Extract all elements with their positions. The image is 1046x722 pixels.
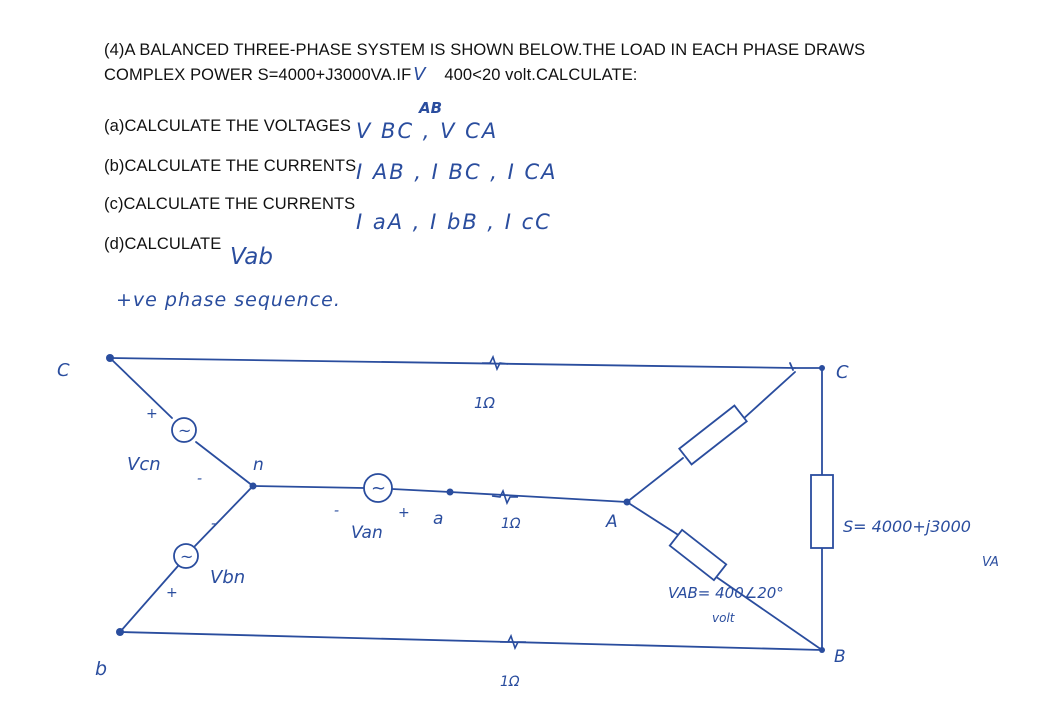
node-b-dot bbox=[116, 628, 124, 636]
node-c-label: C bbox=[57, 360, 70, 381]
part-a-text: (a)CALCULATE THE VOLTAGES bbox=[104, 117, 352, 135]
circuit-nodes bbox=[106, 354, 825, 653]
source-vcn-symbol: ~ bbox=[178, 421, 191, 440]
source-vcn-icon bbox=[171, 417, 197, 443]
voltage-sources: ~ ~ ~ bbox=[171, 417, 393, 569]
line-resistors bbox=[482, 354, 526, 651]
line-resistor-top-icon bbox=[482, 354, 509, 372]
polarity-plus-an: + bbox=[398, 505, 410, 521]
wire-top-line bbox=[109, 357, 796, 369]
part-c-handwritten: I aA , I bB , I cC bbox=[356, 210, 552, 234]
source-van-icon bbox=[363, 473, 393, 503]
label-vcn: Vcn bbox=[127, 454, 161, 475]
part-a-handwritten: V BC , V CA bbox=[356, 119, 499, 143]
node-C-right-label: C bbox=[836, 362, 849, 383]
polarity-minus-cn: - bbox=[197, 471, 202, 487]
polarity-minus-bn: - bbox=[211, 516, 216, 532]
vab-given-label: VAB= 400∠20° bbox=[668, 584, 784, 602]
wire-c-to-source bbox=[109, 357, 173, 419]
wire-n-to-van bbox=[252, 485, 365, 489]
node-A-label: A bbox=[605, 512, 618, 532]
load-power-unit: VA bbox=[982, 555, 999, 570]
wire-top-hook bbox=[789, 362, 794, 371]
line-resistance-mid: 1Ω bbox=[501, 516, 521, 532]
node-a-dot bbox=[446, 488, 454, 496]
node-B-right-label: B bbox=[834, 647, 846, 667]
wire-load-bottom-to-B bbox=[711, 573, 823, 651]
polarity-plus-cn: + bbox=[146, 406, 158, 422]
source-vbn-icon bbox=[173, 543, 199, 569]
wire-bottom-line bbox=[119, 631, 823, 651]
node-B-dot bbox=[819, 647, 825, 653]
node-A-dot bbox=[623, 498, 631, 506]
wire-source-to-n-lower bbox=[194, 485, 254, 547]
load-power-label: S= 4000+j3000 bbox=[843, 517, 971, 536]
problem-line-2-text: COMPLEX POWER S=4000+J3000VA.IF bbox=[104, 66, 412, 84]
wire-van-to-a bbox=[391, 488, 451, 493]
problem-line-2-value: 400<20 volt.CALCULATE: bbox=[444, 66, 638, 84]
node-b-label: b bbox=[95, 658, 107, 680]
node-c-dot bbox=[106, 354, 114, 362]
part-d-text: (d)CALCULATE bbox=[104, 235, 222, 253]
load-impedance-right bbox=[810, 474, 834, 549]
line-resistance-top: 1Ω bbox=[474, 394, 496, 412]
load-impedance-top bbox=[677, 404, 749, 466]
load-impedance-bottom bbox=[668, 528, 728, 582]
circuit-wires bbox=[109, 357, 823, 651]
handwritten-v: V bbox=[413, 64, 426, 85]
node-a-label: a bbox=[433, 509, 443, 529]
handwritten-ab-subscript: AB bbox=[419, 99, 443, 117]
source-van-symbol: ~ bbox=[371, 478, 386, 499]
part-d-handwritten: Vab bbox=[230, 244, 273, 270]
wire-b-to-source bbox=[119, 565, 179, 633]
wire-A-to-load-bottom bbox=[626, 501, 684, 539]
phase-sequence-note: +ve phase sequence. bbox=[116, 289, 341, 311]
line-resistor-mid-icon bbox=[491, 488, 518, 506]
problem-line-1: (4)A BALANCED THREE-PHASE SYSTEM IS SHOW… bbox=[104, 41, 866, 59]
source-vbn-symbol: ~ bbox=[180, 547, 193, 566]
label-vbn: Vbn bbox=[210, 567, 245, 588]
label-van: Van bbox=[351, 523, 383, 543]
polarity-minus-an: - bbox=[334, 503, 339, 519]
vab-given-unit: volt bbox=[712, 611, 736, 625]
node-C-dot bbox=[819, 365, 825, 371]
wire-a-to-A bbox=[449, 491, 628, 503]
line-resistance-bottom: 1Ω bbox=[500, 674, 520, 690]
line-resistor-bottom-icon bbox=[500, 633, 526, 651]
part-b-text: (b)CALCULATE THE CURRENTS bbox=[104, 157, 357, 175]
part-b-handwritten: I AB , I BC , I CA bbox=[356, 160, 558, 184]
wire-load-top-to-C bbox=[741, 371, 796, 421]
node-n-label: n bbox=[253, 455, 264, 475]
load-impedances bbox=[668, 404, 834, 582]
wire-A-to-load-top bbox=[626, 457, 684, 503]
polarity-plus-bn: + bbox=[166, 585, 178, 601]
wire-source-to-n-upper bbox=[195, 441, 254, 487]
part-c-text: (c)CALCULATE THE CURRENTS bbox=[104, 195, 356, 213]
node-n-dot bbox=[249, 482, 257, 490]
